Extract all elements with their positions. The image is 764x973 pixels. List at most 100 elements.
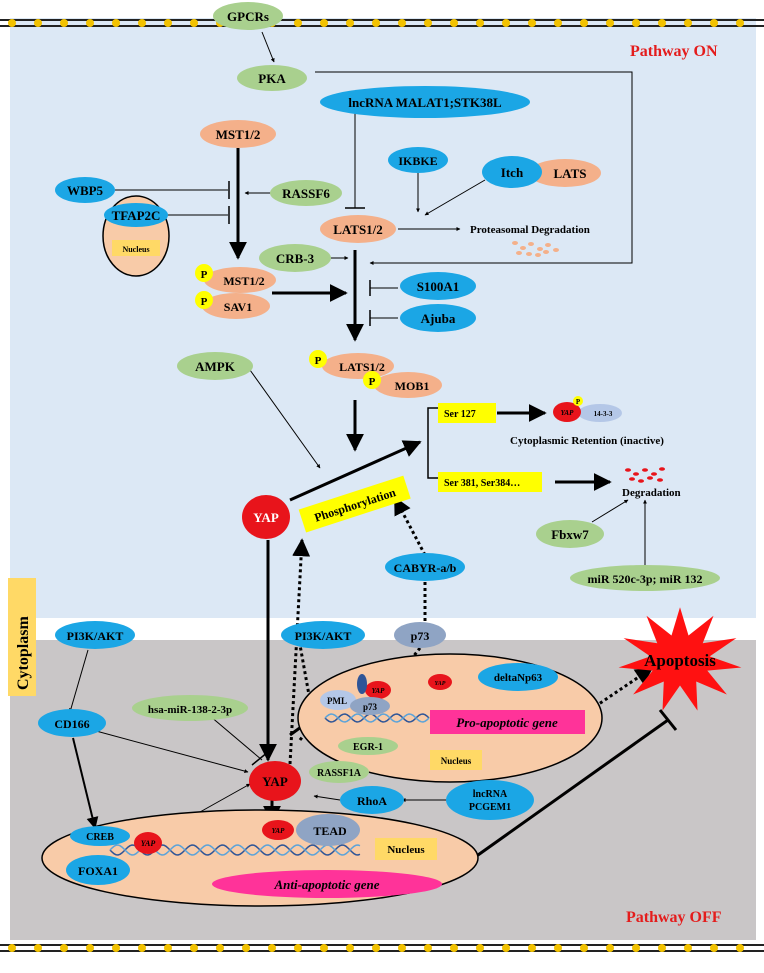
svg-text:YAP: YAP: [253, 510, 279, 525]
hsa-mir-138-node: hsa-miR-138-2-3p: [132, 695, 248, 721]
cd166-node: CD166: [38, 709, 106, 737]
svg-text:AMPK: AMPK: [195, 359, 236, 374]
svg-text:MST1/2: MST1/2: [216, 127, 261, 142]
svg-text:CABYR-a/b: CABYR-a/b: [394, 561, 457, 575]
mir520-node: miR 520c-3p; miR 132: [570, 565, 720, 591]
svg-text:lncRNA: lncRNA: [473, 789, 508, 800]
yap-lower-node: YAP: [249, 761, 301, 801]
svg-text:IKBKE: IKBKE: [398, 154, 437, 168]
svg-text:P: P: [315, 355, 322, 367]
svg-text:YAP: YAP: [561, 409, 574, 417]
svg-text:Ser 127: Ser 127: [444, 409, 476, 420]
svg-text:GPCRs: GPCRs: [227, 9, 269, 24]
svg-text:LATS1/2: LATS1/2: [333, 222, 383, 237]
ser127-box: Ser 127: [438, 403, 496, 423]
fbxw7-node: Fbxw7: [536, 520, 604, 548]
svg-text:P: P: [576, 398, 581, 406]
degradation-fragments: [625, 467, 665, 483]
svg-text:WBP5: WBP5: [67, 183, 104, 198]
svg-text:Nucleus: Nucleus: [441, 756, 472, 766]
lncrna-malat1-node: lncRNA MALAT1;STK38L: [320, 86, 530, 118]
svg-text:PI3K/AKT: PI3K/AKT: [67, 629, 124, 643]
svg-text:Ajuba: Ajuba: [421, 311, 456, 326]
phospho-mob1-node: MOB1 P: [363, 371, 442, 398]
phospho-sav1-node: SAV1 P: [195, 291, 270, 319]
svg-text:SAV1: SAV1: [224, 300, 252, 314]
proteasome-fragments: [512, 241, 559, 257]
svg-text:P: P: [201, 269, 208, 281]
pka-node: PKA: [237, 65, 307, 91]
svg-text:lncRNA MALAT1;STK38L: lncRNA MALAT1;STK38L: [348, 95, 502, 110]
svg-text:CD166: CD166: [54, 717, 89, 731]
phospho-mst12-node: MST1/2 P: [195, 264, 276, 293]
bottom-membrane: [0, 944, 764, 952]
top-membrane: [0, 19, 764, 27]
cytoplasmic-retention-label: Cytoplasmic Retention (inactive): [510, 435, 664, 447]
degradation-label: Degradation: [622, 487, 681, 499]
svg-text:hsa-miR-138-2-3p: hsa-miR-138-2-3p: [148, 704, 232, 716]
svg-text:CREB: CREB: [86, 832, 114, 843]
deltanp63-node: deltaNp63: [478, 663, 558, 691]
svg-text:Ser 381, Ser384…: Ser 381, Ser384…: [444, 478, 520, 489]
pi3k-akt-left-node: PI3K/AKT: [55, 621, 135, 649]
svg-text:YAP: YAP: [141, 839, 156, 848]
cabyr-node: CABYR-a/b: [385, 553, 465, 581]
rassf6-node: RASSF6: [270, 180, 342, 206]
svg-text:deltaNp63: deltaNp63: [494, 672, 543, 684]
pathway-off-label: Pathway OFF: [626, 909, 722, 926]
svg-text:PI3K/AKT: PI3K/AKT: [295, 629, 352, 643]
svg-text:S100A1: S100A1: [417, 279, 460, 294]
ikbke-node: IKBKE: [388, 147, 448, 173]
svg-text:Fbxw7: Fbxw7: [551, 527, 589, 542]
itch-lats-node: LATS Itch: [482, 156, 601, 188]
apoptosis-star: Apoptosis: [618, 607, 742, 711]
lncrna-pcgem1-node: lncRNA PCGEM1: [446, 780, 534, 820]
svg-text:YAP: YAP: [435, 681, 446, 687]
svg-text:RASSF6: RASSF6: [282, 186, 330, 201]
svg-text:p73: p73: [411, 629, 430, 643]
svg-text:Pro-apoptotic gene: Pro-apoptotic gene: [456, 715, 558, 730]
rhoa-node: RhoA: [340, 786, 404, 814]
svg-text:Nucleus: Nucleus: [122, 245, 149, 254]
proteasomal-degradation-label: Proteasomal Degradation: [470, 224, 590, 236]
ser381-box: Ser 381, Ser384…: [438, 472, 542, 492]
svg-text:P: P: [369, 376, 376, 388]
cytoplasm-label: Cytoplasm: [15, 616, 32, 690]
tfap2c-nucleus: TFAP2C Nucleus: [102, 195, 170, 277]
s100a1-node: S100A1: [400, 272, 476, 300]
svg-text:YAP: YAP: [262, 774, 288, 789]
ajuba-node: Ajuba: [400, 304, 476, 332]
svg-text:RhoA: RhoA: [357, 794, 387, 808]
yap-main-node: YAP: [242, 495, 290, 539]
lats12-node: LATS1/2: [320, 215, 396, 243]
svg-text:CRB-3: CRB-3: [276, 251, 315, 266]
svg-text:MST1/2: MST1/2: [223, 274, 264, 288]
rassf1a-node: RASSF1A: [309, 761, 369, 783]
yap-1433-complex: 14-3-3 YAP P: [553, 396, 622, 422]
svg-text:YAP: YAP: [372, 687, 385, 695]
svg-text:RASSF1A: RASSF1A: [317, 768, 362, 779]
gpcrs-node: GPCRs: [213, 2, 283, 30]
ampk-node: AMPK: [177, 352, 253, 380]
svg-text:miR 520c-3p; miR 132: miR 520c-3p; miR 132: [588, 572, 703, 586]
mst12-node: MST1/2: [200, 120, 276, 148]
wbp5-node: WBP5: [55, 177, 115, 203]
svg-text:PML: PML: [327, 696, 347, 706]
svg-text:PCGEM1: PCGEM1: [469, 802, 511, 813]
svg-text:PKA: PKA: [258, 71, 286, 86]
svg-text:EGR-1: EGR-1: [353, 742, 383, 753]
cytoplasm-label-box: [8, 578, 36, 696]
p73-node: p73: [394, 622, 446, 648]
svg-text:p73: p73: [363, 702, 378, 712]
svg-text:LATS: LATS: [554, 166, 587, 181]
svg-text:Apoptosis: Apoptosis: [644, 651, 716, 670]
svg-text:TEAD: TEAD: [313, 824, 347, 838]
pi3k-akt-mid-node: PI3K/AKT: [281, 621, 365, 649]
svg-text:TFAP2C: TFAP2C: [112, 208, 161, 223]
svg-text:Anti-apoptotic gene: Anti-apoptotic gene: [273, 877, 379, 892]
svg-text:Itch: Itch: [501, 165, 524, 180]
svg-text:14-3-3: 14-3-3: [594, 410, 613, 418]
nucleus-anti-apoptotic: CREB YAP TEAD YAP Nucleus FOXA1 Anti-apo…: [41, 809, 479, 907]
svg-text:Nucleus: Nucleus: [387, 844, 425, 856]
